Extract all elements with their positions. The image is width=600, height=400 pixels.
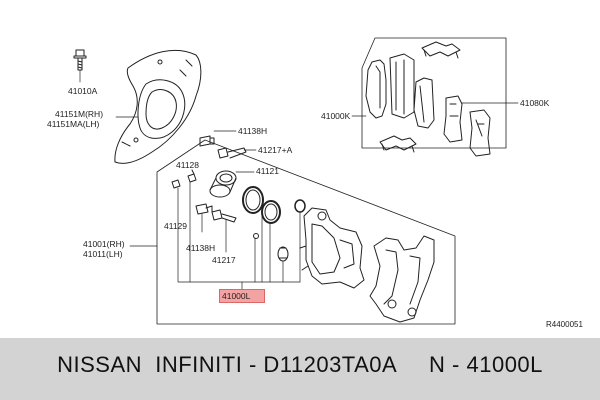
shim-upper-icon xyxy=(443,95,463,143)
brake-pad-inner-icon xyxy=(365,59,387,119)
pad-clip-bottom-icon xyxy=(379,135,417,153)
guide-pin-bottom-icon xyxy=(195,203,213,215)
seal-ring-large-icon xyxy=(242,186,264,214)
label-41011: 41011(LH) xyxy=(83,249,123,259)
label-41217: 41217 xyxy=(212,255,236,265)
label-41000l: 41000L xyxy=(222,291,251,301)
brake-pad-backing-icon xyxy=(389,53,415,119)
cap-41129-icon xyxy=(171,179,181,189)
part-number-caption: NISSAN INFINITI - D11203TA0A N - 41000L xyxy=(57,352,543,377)
boot-small-icon xyxy=(277,246,289,262)
label-41129: 41129 xyxy=(164,221,188,231)
label-41138h-top: 41138H xyxy=(238,126,268,136)
label-41001: 41001(RH) xyxy=(83,239,125,249)
slide-pin-bottom-icon xyxy=(211,209,237,223)
label-41151m: 41151M(RH) xyxy=(55,109,104,119)
label-41128: 41128 xyxy=(176,160,200,170)
caliper-housing-icon xyxy=(299,207,365,289)
slide-pin-top-icon xyxy=(217,147,247,159)
label-41010a: 41010A xyxy=(68,86,98,96)
diagram-reference: R4400051 xyxy=(546,320,583,329)
label-41138h-bottom: 41138H xyxy=(186,243,216,253)
part-highlight-41000l xyxy=(219,289,265,303)
piston-icon xyxy=(209,170,237,198)
brake-pad-outer-icon xyxy=(413,77,435,129)
dust-shield-icon xyxy=(114,49,202,164)
label-41121: 41121 xyxy=(256,166,280,176)
label-41151ma: 41151MA(LH) xyxy=(47,119,100,129)
bushing-icon xyxy=(253,233,259,239)
footer-bar xyxy=(0,338,600,400)
bolt-41010a-icon xyxy=(73,49,87,71)
seal-ring-small-icon xyxy=(294,199,306,213)
label-41217a: 41217+A xyxy=(258,145,293,155)
diagram-drawing xyxy=(73,37,519,325)
label-41000k: 41000K xyxy=(321,111,351,121)
seal-ring-boot-icon xyxy=(261,200,281,224)
shim-lower-icon xyxy=(469,109,491,157)
pad-clip-top-icon xyxy=(421,41,461,59)
caliper-bracket-icon xyxy=(369,235,435,323)
bleeder-screw-icon xyxy=(187,169,197,183)
guide-pin-top-icon xyxy=(199,135,215,147)
parts-diagram: 41010A 41151M(RH) 41151MA(LH) 41138H 412… xyxy=(47,37,583,329)
label-41080k: 41080K xyxy=(520,98,550,108)
